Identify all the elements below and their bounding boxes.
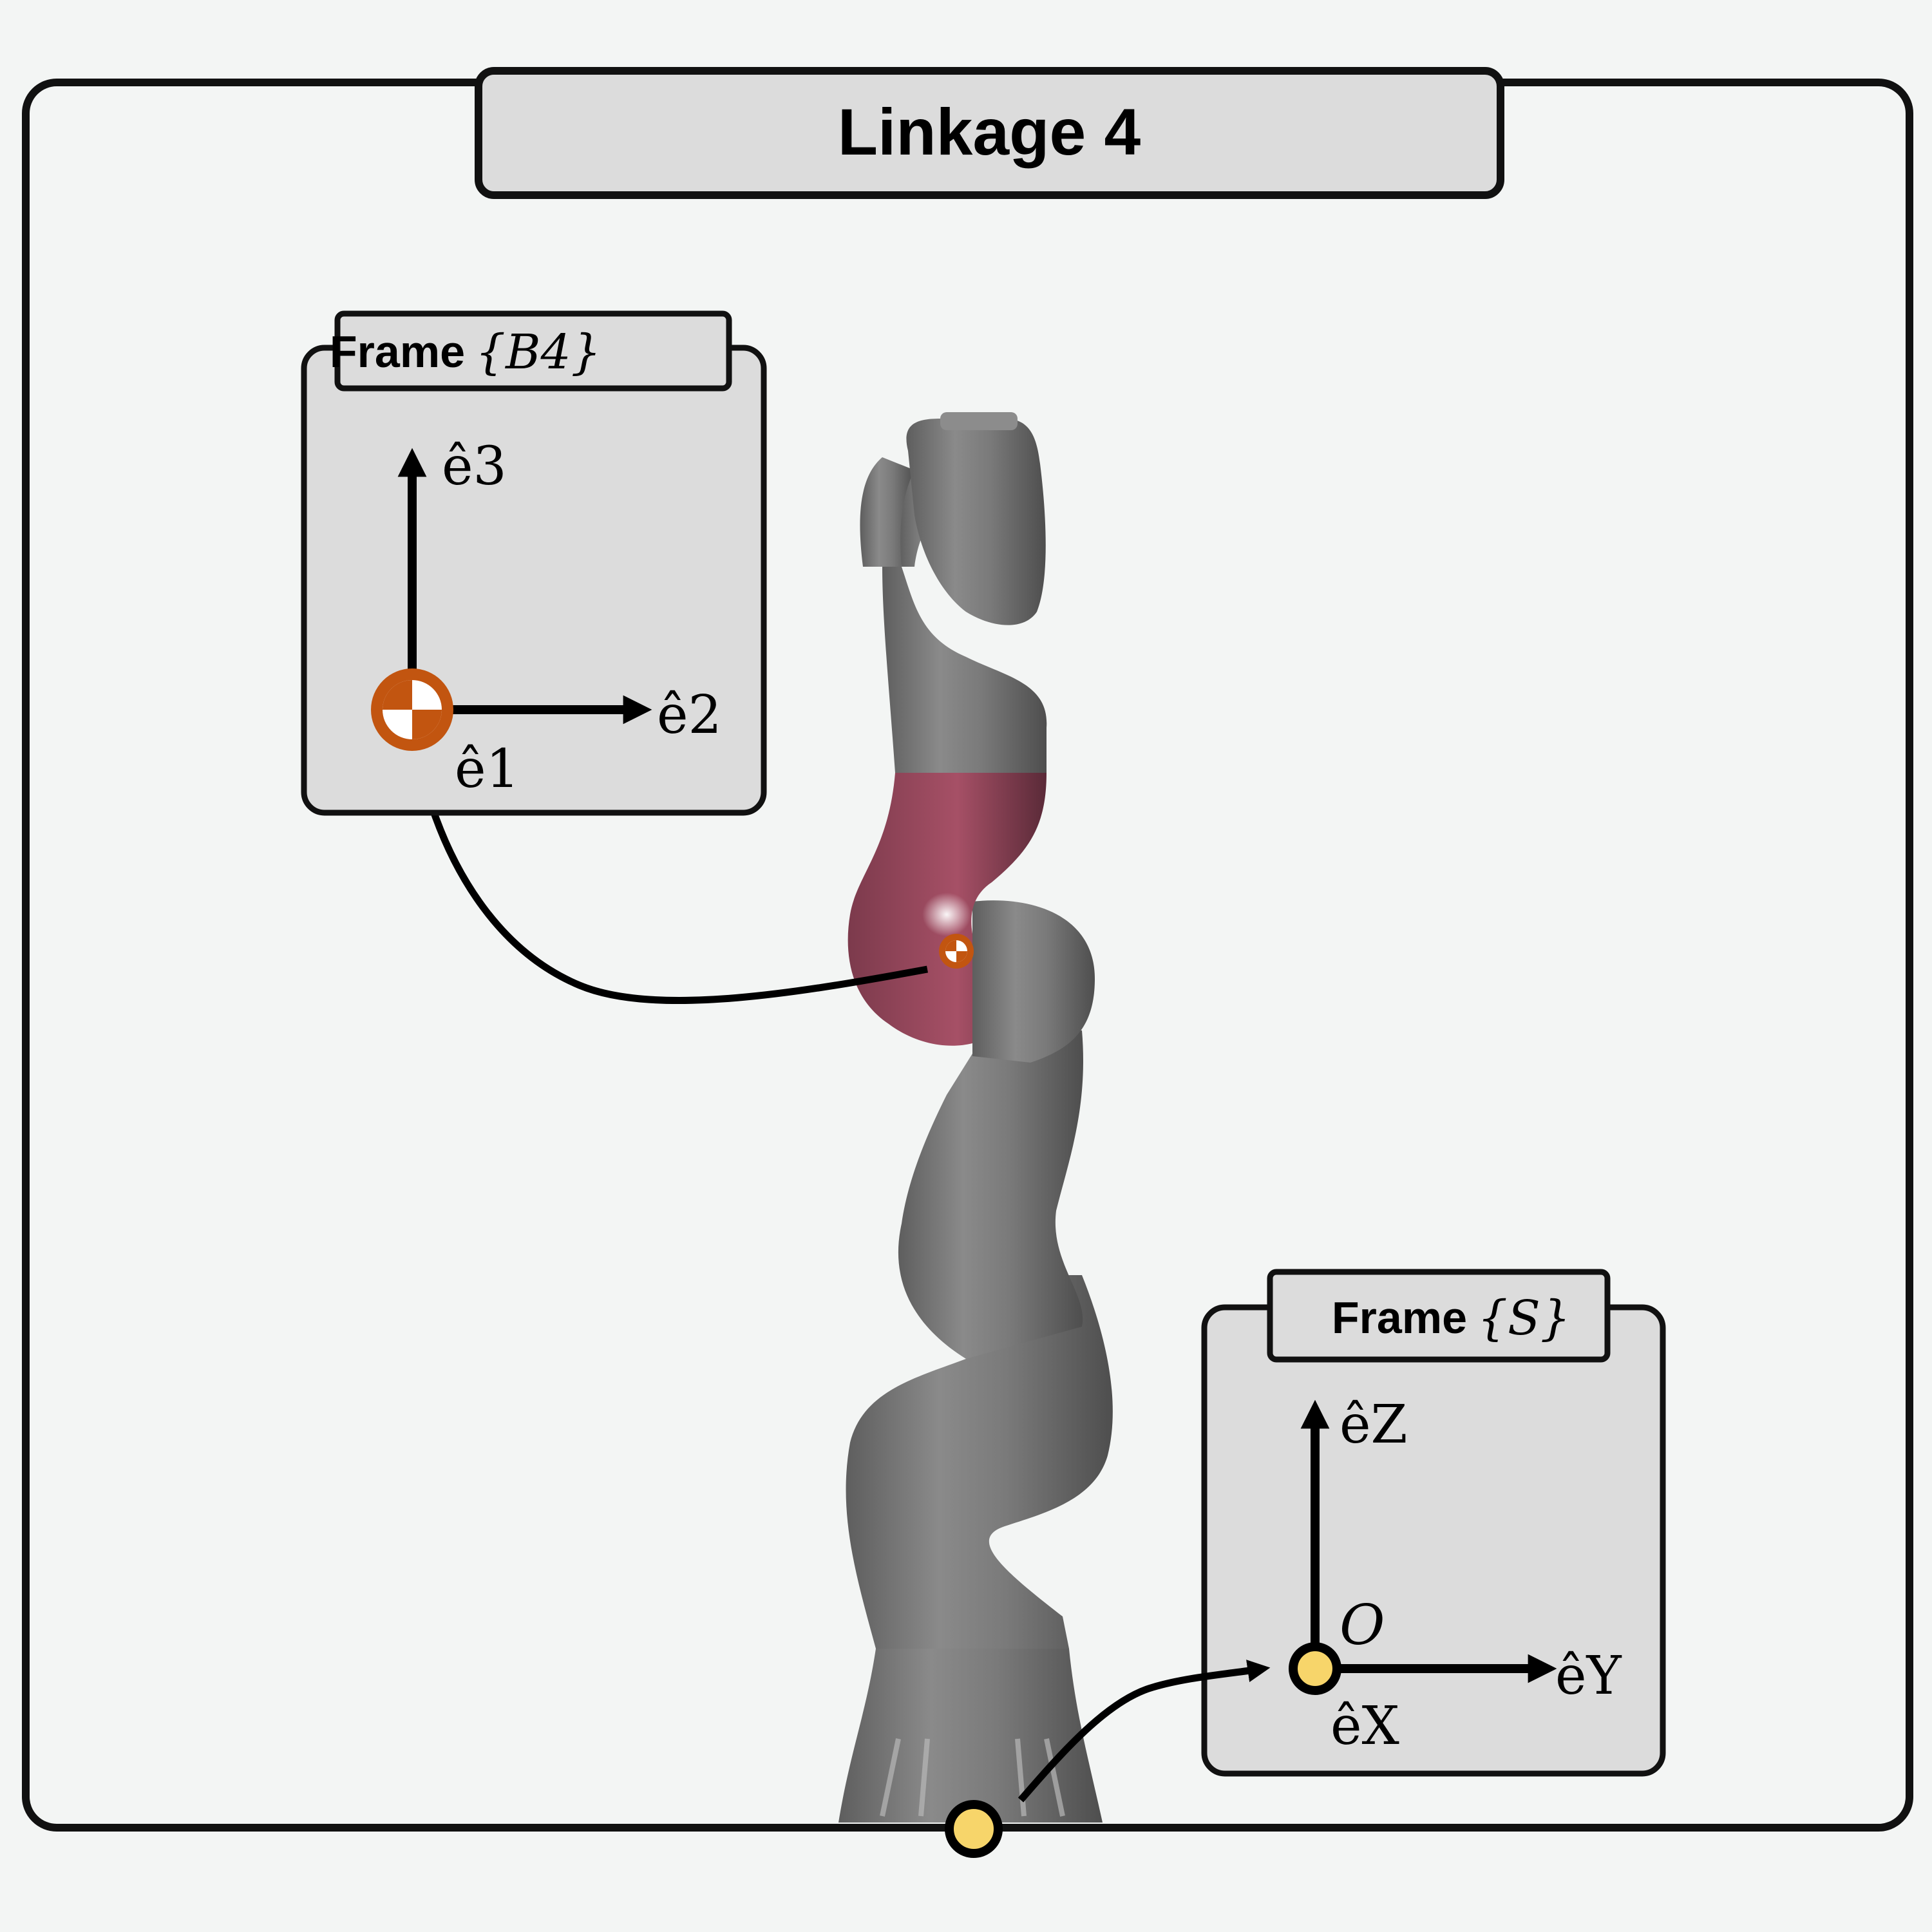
robot-arm	[838, 412, 1113, 1823]
link-3-lobe	[972, 900, 1095, 1063]
frame-b4-label: Frame	[330, 327, 465, 377]
specular-highlight	[922, 893, 971, 936]
robot-base	[838, 1610, 1103, 1823]
frame-b4-symbol: {B4}	[475, 325, 601, 380]
world-origin-marker[interactable]	[945, 1800, 1003, 1858]
frame-s-origin-icon	[1289, 1642, 1341, 1695]
frame-b4-label-e1: ê1	[455, 739, 520, 800]
frame-s-panel: Frame {S} êZ êY êX O	[1201, 1269, 1666, 1777]
frame-s-tab	[1267, 1269, 1611, 1363]
frame-s-symbol: {S}	[1477, 1291, 1571, 1346]
base-flutes	[880, 1738, 1065, 1817]
link-5	[882, 567, 1047, 773]
frame-b4-label-e3: ê3	[442, 436, 507, 497]
link-1	[846, 1275, 1113, 1649]
com-to-frame-b4-arrow	[417, 773, 928, 1005]
frame-b4-label-e2: ê2	[657, 685, 722, 746]
link-2	[898, 1030, 1083, 1359]
frame-s-origin-label: O	[1340, 1593, 1385, 1658]
frame-b4-tab	[334, 310, 732, 392]
frame-b4-com-icon	[371, 668, 453, 751]
frame-s-label: Frame	[1332, 1293, 1467, 1343]
origin-to-frame-s-arrow	[1018, 1660, 1271, 1803]
robot-head	[906, 419, 1046, 625]
tool-flange	[940, 412, 1018, 430]
title-tab: Linkage 4	[475, 67, 1504, 199]
center-of-mass-marker[interactable]	[939, 934, 974, 969]
frame-s-label-y: êY	[1555, 1645, 1622, 1707]
frame-s-label-x: êX	[1331, 1696, 1399, 1757]
page-title: Linkage 4	[838, 95, 1141, 169]
frame-b4-panel: Frame {B4} ê3 ê2 ê1	[301, 310, 767, 816]
frame-s-label-z: êZ	[1340, 1394, 1408, 1455]
link-6-neck	[860, 457, 914, 567]
